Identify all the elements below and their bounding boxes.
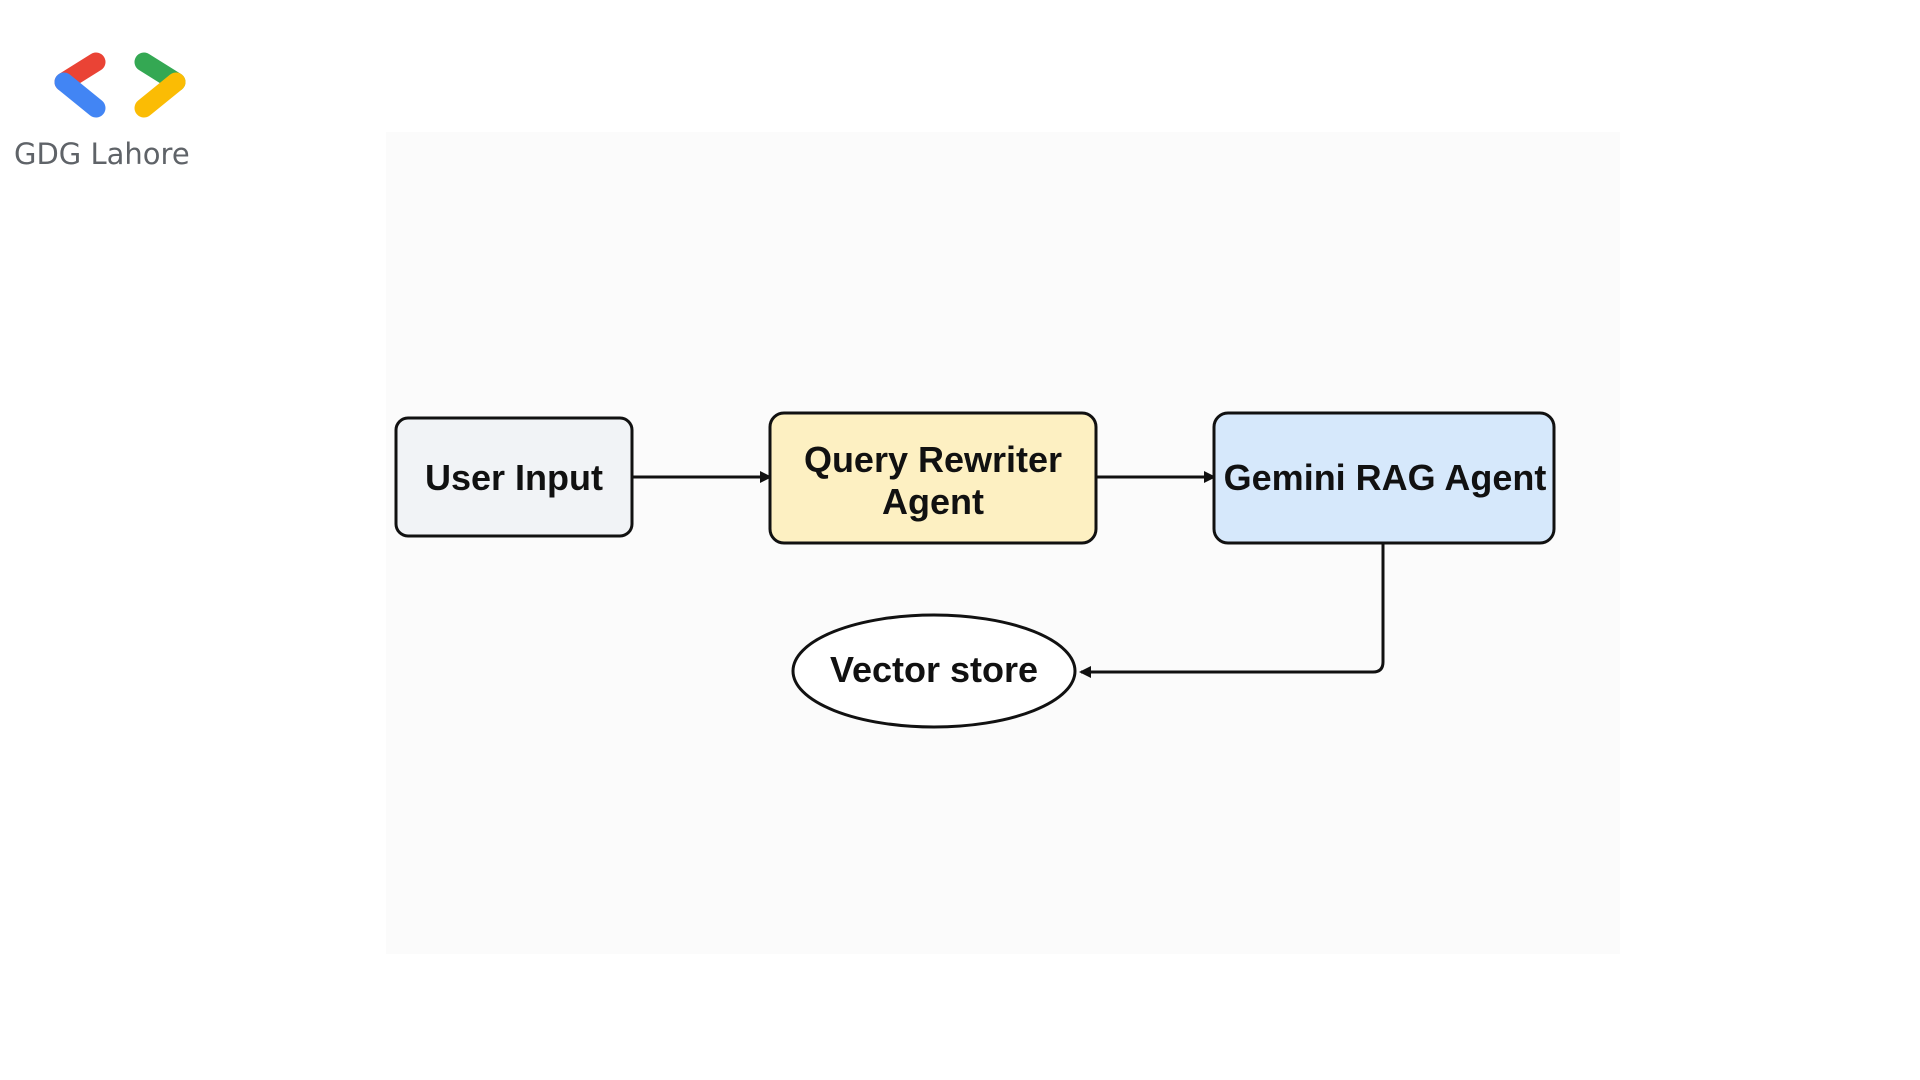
brand-logo: GDG Lahore [14, 50, 224, 180]
user-input-label: User Input [425, 457, 603, 498]
user-input-box [394, 416, 634, 538]
query-rewriter-box [768, 411, 1098, 545]
chevron-right-bottom [134, 72, 186, 118]
gemini-rag-label: Gemini RAG Agent [1224, 457, 1547, 498]
node-vector-store: Vector store [791, 613, 1077, 729]
edge-gemini-rag-to-vector-store [1079, 544, 1385, 678]
node-query-rewriter-agent: Query Rewriter Agent [768, 411, 1098, 545]
node-user-input: User Input [394, 416, 634, 538]
vector-store-label: Vector store [830, 649, 1038, 690]
node-gemini-rag-agent: Gemini RAG Agent [1212, 411, 1556, 545]
gdg-chevrons-icon [54, 52, 186, 118]
query-rewriter-label-line1: Query Rewriter [804, 439, 1062, 480]
gemini-rag-box [1212, 411, 1556, 545]
chevron-left-bottom [54, 72, 106, 118]
brand-name: GDG Lahore [14, 137, 190, 171]
vector-store-ellipse [791, 613, 1077, 729]
query-rewriter-label-line2: Agent [882, 481, 984, 522]
